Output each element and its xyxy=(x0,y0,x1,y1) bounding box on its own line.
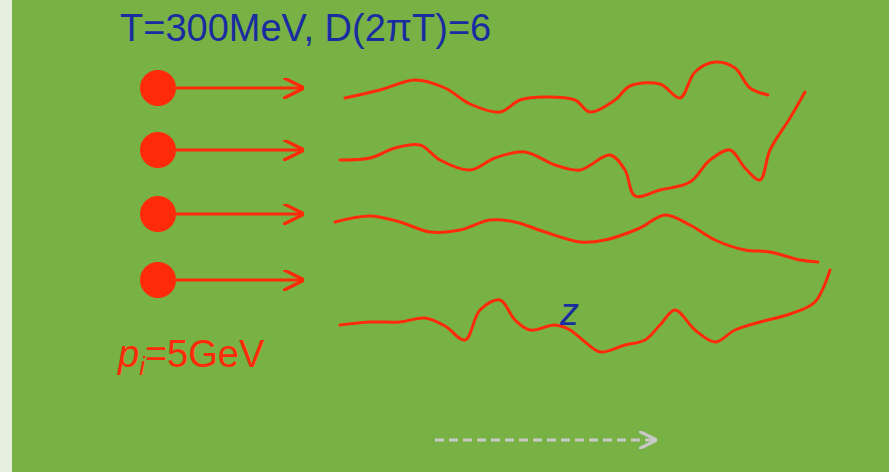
trajectory xyxy=(340,92,805,197)
parameters: T=300MeV, D(2πT)=6 xyxy=(120,8,491,50)
momentum-value: =5GeV xyxy=(145,333,264,375)
trajectory xyxy=(340,270,830,352)
heavy-quark xyxy=(140,262,176,298)
momentum-arrow xyxy=(176,279,302,282)
initial-momentum: pi=5GeV xyxy=(118,334,264,381)
heavy-quark xyxy=(140,70,176,106)
heavy-quark xyxy=(140,132,176,168)
momentum-symbol: p xyxy=(118,333,139,375)
z-direction-arrow xyxy=(435,439,655,442)
momentum-subscript: i xyxy=(139,351,145,381)
momentum-arrow xyxy=(176,87,302,90)
axis-label: z xyxy=(560,291,579,333)
z-axis-label: z xyxy=(560,292,579,334)
momentum-arrow xyxy=(176,149,302,152)
parameters-label: T=300MeV, D(2πT)=6 xyxy=(120,7,491,49)
trajectory xyxy=(345,62,768,112)
trajectory xyxy=(335,215,818,262)
momentum-arrow xyxy=(176,213,302,216)
medium-background xyxy=(12,0,889,472)
heavy-quark xyxy=(140,196,176,232)
